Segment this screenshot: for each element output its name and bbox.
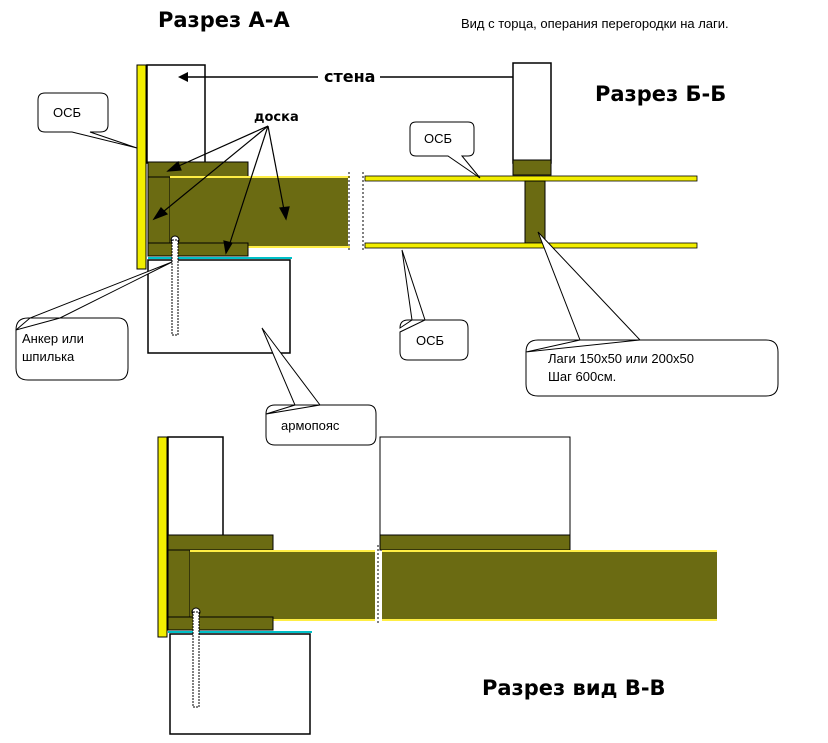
callout-joists [525, 231, 779, 397]
section-aa-drawing [136, 64, 350, 354]
section-bb-drawing [362, 62, 698, 252]
callout-osb-bottom [399, 249, 469, 361]
label-board: доска [254, 110, 299, 125]
joist-aa [170, 177, 348, 247]
osb-vertical-aa [136, 64, 147, 270]
board-top-bb [512, 159, 552, 176]
osb-top-bb [364, 175, 698, 182]
note-text: Вид с торца, операния перегородки на лаг… [461, 16, 729, 31]
anchor-aa [171, 239, 179, 336]
title-section-vv: Разрез вид В-В [482, 676, 666, 700]
label-joists-line2: Шаг 600см. [548, 369, 617, 384]
osb-vertical-vv [157, 436, 168, 638]
joist-vv-right [382, 550, 717, 620]
label-anchor: Анкер или шпилька [22, 330, 84, 366]
wall-block-right [512, 62, 552, 164]
label-anchor-line2: шпилька [22, 349, 75, 364]
callout-osb-right [409, 121, 481, 179]
board-top-aa [147, 161, 249, 178]
label-anchor-line1: Анкер или [22, 331, 84, 346]
label-joists: Лаги 150х50 или 200х50 Шаг 600см. [548, 350, 694, 386]
callout-anchor [15, 261, 173, 381]
callout-osb-left [37, 92, 138, 149]
osb-bottom-bb [364, 242, 698, 249]
callout-armopoyas [261, 327, 377, 446]
joist-vv-left [190, 550, 375, 620]
label-wall: стена [320, 67, 380, 86]
wall-block-vv-right [379, 436, 571, 538]
wall-block-left [146, 64, 206, 164]
board-top-vv [167, 534, 274, 551]
board-arrows [152, 125, 290, 255]
title-section-aa: Разрез А-А [158, 8, 290, 32]
label-osb-bottom: ОСБ [416, 333, 445, 348]
wall-block-vv-left [167, 436, 224, 538]
anchor-vv [192, 611, 200, 708]
section-vv-drawing [157, 436, 717, 735]
joist-bb [524, 180, 546, 244]
board-bottom-aa [147, 242, 249, 257]
board-bottom-vv [167, 616, 274, 631]
label-osb-left: ОСБ [53, 105, 82, 120]
label-armopoyas: армопояс [281, 418, 340, 433]
armopoyas-block-vv [169, 633, 311, 735]
label-joists-line1: Лаги 150х50 или 200х50 [548, 351, 695, 366]
label-osb-right: ОСБ [424, 131, 453, 146]
board-top-vv-right [379, 534, 571, 551]
title-section-bb: Разрез Б-Б [595, 82, 727, 106]
